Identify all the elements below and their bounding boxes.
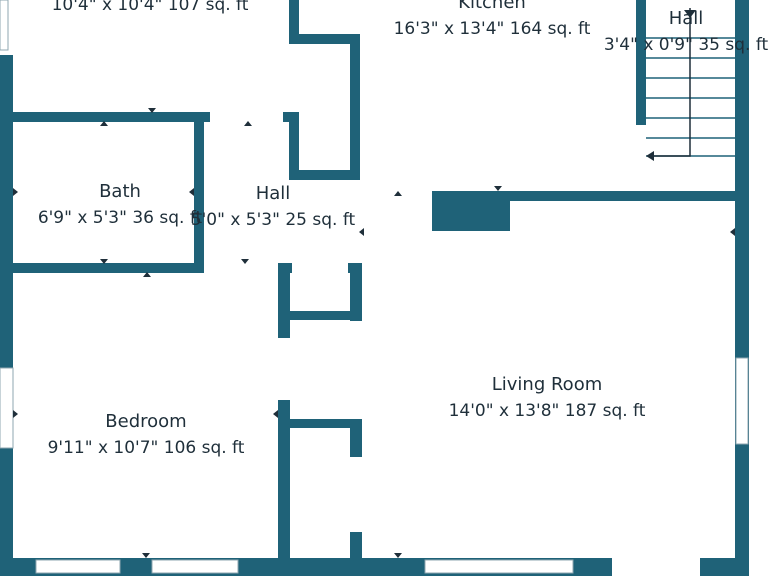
room-hall-stairs-name: Hall [669, 8, 704, 29]
wall-closet3-divider [278, 419, 362, 428]
wall-bedroom-right-lower [278, 400, 290, 560]
room-kitchen-dims: 16'3" x 13'4" 164 sq. ft [394, 19, 591, 39]
room-hall-name: Hall [256, 183, 291, 204]
room-kitchen: Kitchen 16'3" x 13'4" 164 sq. ft [394, 0, 591, 39]
room-living-room-name: Living Room [492, 374, 603, 395]
wall-closet3-right-low [350, 532, 362, 560]
stair-arrow-top [684, 10, 696, 18]
wall-closet-top [289, 34, 360, 44]
kitchen-counter [432, 191, 510, 231]
door-bottom-right [612, 558, 700, 576]
wall-kitchen-bottom [432, 191, 742, 201]
room-kitchen-name: Kitchen [458, 0, 526, 13]
room-hall-dims: 5'0" x 5'3" 25 sq. ft [191, 210, 356, 230]
room-hall-stairs: Hall 3'4" x 0'9" 35 sq. ft [604, 8, 768, 55]
wall-closet2-divider [278, 311, 362, 320]
wall-bath-bottom [0, 263, 204, 273]
room-bath: Bath 6'9" x 5'3" 36 sq. ft [38, 181, 203, 228]
wall-closet2-right [350, 263, 362, 321]
windows [0, 0, 749, 576]
room-top-left-dims: 10'4" x 10'4" 107 sq. ft [52, 0, 249, 15]
wall-closet-left [289, 0, 299, 44]
wall-bath-right [194, 112, 204, 272]
window-right-living [735, 357, 749, 445]
window-bottom-3 [424, 559, 574, 574]
room-living-room: Living Room 14'0" x 13'8" 187 sq. ft [449, 374, 646, 421]
room-hall: Hall 5'0" x 5'3" 25 sq. ft [191, 183, 356, 230]
room-hall-stairs-dims: 3'4" x 0'9" 35 sq. ft [604, 35, 768, 55]
wall-closet-left-lower [289, 112, 299, 180]
staircase [646, 8, 736, 161]
wall-closet3-right [350, 419, 362, 457]
room-bath-name: Bath [99, 181, 141, 202]
wall-topleft-bottom [0, 112, 210, 122]
wall-bedroom-right [278, 263, 290, 338]
walls [0, 0, 749, 576]
room-bedroom-name: Bedroom [105, 411, 186, 432]
room-bath-dims: 6'9" x 5'3" 36 sq. ft [38, 208, 203, 228]
room-bedroom-dims: 9'11" x 10'7" 106 sq. ft [48, 438, 245, 458]
room-top-left: 10'4" x 10'4" 107 sq. ft [52, 0, 249, 15]
wall-hall-bottom-stub [278, 263, 292, 273]
window-bottom-1 [35, 559, 121, 574]
stair-arrow [650, 8, 691, 157]
stair-arrow-head [646, 151, 654, 161]
outer-wall-left [0, 55, 13, 576]
window-left-bedroom [0, 367, 14, 449]
room-living-room-dims: 14'0" x 13'8" 187 sq. ft [449, 401, 646, 421]
wall-closet-bottom [289, 170, 360, 180]
wall-stair-left [636, 0, 646, 125]
window-bottom-2 [151, 559, 239, 574]
door-markers [13, 108, 735, 558]
room-bedroom: Bedroom 9'11" x 10'7" 106 sq. ft [48, 411, 245, 458]
wall-closet-right [350, 34, 360, 180]
window-left-top [0, 0, 9, 51]
outer-wall-right [735, 0, 749, 576]
